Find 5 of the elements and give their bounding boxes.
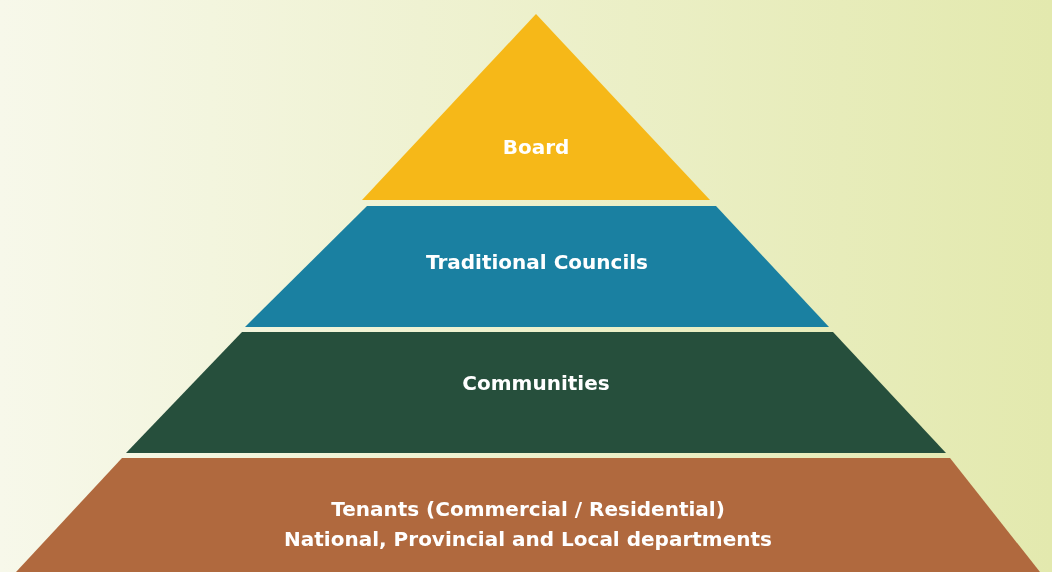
level-label: Board [502,134,570,161]
level-label: Traditional Councils [425,249,649,276]
level-label: National, Provincial and Local departments [284,526,772,553]
level-label: Communities [462,370,610,397]
level-label: Tenants (Commercial / Residential) [331,496,725,523]
